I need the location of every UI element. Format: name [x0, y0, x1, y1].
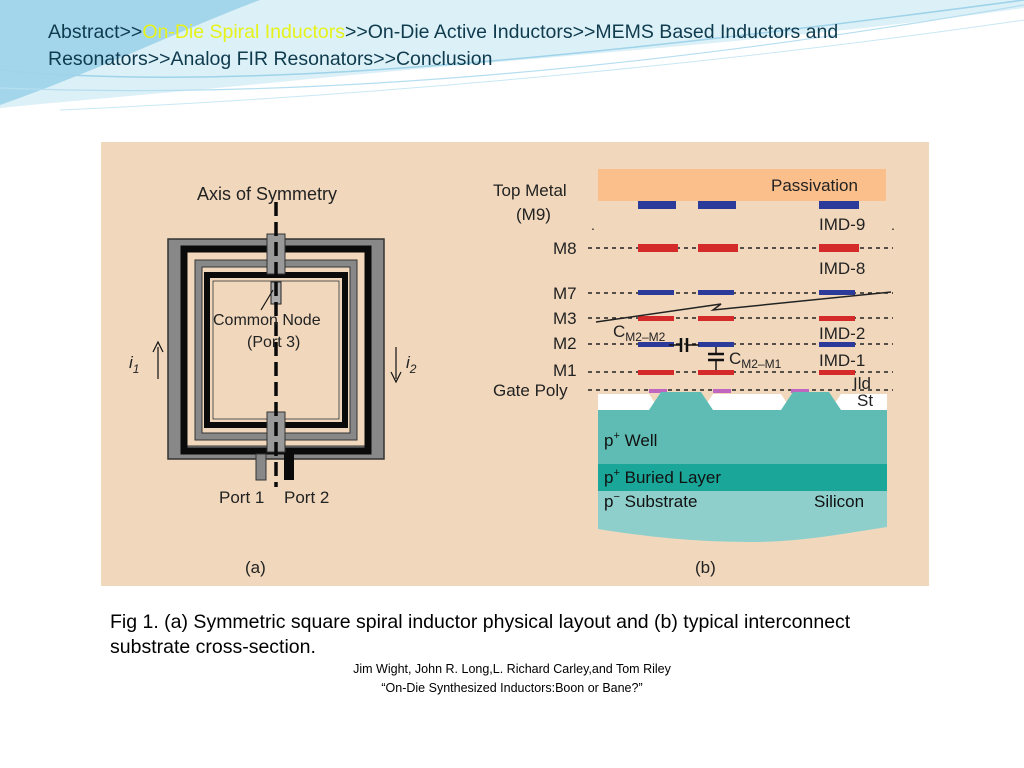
p-well-label: p+ Well: [604, 430, 657, 450]
panel-b-tag: (b): [695, 558, 716, 577]
silicon-label: Silicon: [814, 492, 864, 511]
m2-metal: [638, 342, 855, 347]
m7-metal: [638, 290, 855, 295]
breadcrumb-item[interactable]: On-Die Spiral Inductors: [142, 21, 345, 43]
m1-label: M1: [553, 361, 577, 380]
port-1-label: Port 1: [219, 488, 264, 507]
breadcrumb-separator: >>: [373, 48, 396, 70]
m8-metal: [638, 244, 859, 252]
gate-poly-metal: [649, 389, 809, 393]
substrate-layer: [598, 491, 887, 542]
svg-text:.: .: [891, 217, 895, 233]
m9-label: (M9): [516, 205, 551, 224]
port-2-label: Port 2: [284, 488, 329, 507]
m2-label: M2: [553, 334, 577, 353]
ild-label: Ild: [853, 374, 871, 393]
imd1-label: IMD-1: [819, 351, 865, 370]
imd2-label: IMD-2: [819, 324, 865, 343]
m1-metal: [638, 370, 855, 375]
current-2-label: i2: [406, 353, 417, 376]
m3-label: M3: [553, 309, 577, 328]
breadcrumb-item[interactable]: Analog FIR Resonators: [170, 48, 374, 70]
common-node-label: Common Node: [213, 312, 321, 329]
imd9-label: IMD-9: [819, 215, 865, 234]
breadcrumb-item[interactable]: Conclusion: [395, 48, 493, 70]
m3-metal: [638, 316, 855, 321]
m7-label: M7: [553, 284, 577, 303]
figure-svg: Axis of Symmetry Common Node (Port 3) i1…: [129, 169, 895, 577]
axis-of-symmetry-label: Axis of Symmetry: [197, 184, 337, 204]
breadcrumb-separator: >>: [119, 21, 143, 43]
substrate-label: p− Substrate: [604, 491, 697, 511]
header-swoosh: [0, 0, 1024, 111]
spiral-inductor: [167, 202, 385, 487]
breadcrumb-item[interactable]: Abstract: [48, 21, 120, 43]
breadcrumb: Abstract>>On-Die Spiral Inductors>>On-Di…: [48, 19, 948, 73]
gate-poly-label: Gate Poly: [493, 381, 568, 400]
credit-authors: Jim Wight, John R. Long,L. Richard Carle…: [353, 662, 671, 676]
passivation-layer: [598, 169, 886, 201]
capacitor-m2-m2: [669, 338, 699, 352]
buried-layer-label: p+ Buried Layer: [604, 467, 721, 487]
p-well-layer: [598, 392, 887, 464]
breadcrumb-item[interactable]: On-Die Active Inductors: [367, 21, 573, 43]
current-1-label: i1: [129, 353, 139, 376]
m8-label: M8: [553, 239, 577, 258]
passivation-label: Passivation: [771, 176, 858, 195]
sti-region: [598, 394, 887, 412]
cap-m2-m2-label: CM2–M2: [613, 322, 666, 344]
buried-layer: [598, 464, 887, 491]
panel-a-tag: (a): [245, 558, 266, 577]
credit-title: “On-Die Synthesized Inductors:Boon or Ba…: [381, 681, 643, 695]
imd8-label: IMD-8: [819, 259, 865, 278]
breadcrumb-separator: >>: [147, 48, 171, 70]
figure-caption: Fig 1. (a) Symmetric square spiral induc…: [110, 611, 851, 658]
break-line: [595, 291, 892, 323]
breadcrumb-item[interactable]: MEMS Based Inductors and Resonators: [48, 21, 839, 70]
sti-label: St: [857, 391, 873, 410]
capacitor-m2-m1: [708, 347, 724, 370]
breadcrumb-separator: >>: [572, 21, 596, 43]
top-metal-label: Top Metal: [493, 181, 567, 200]
m9-metal: [638, 201, 859, 209]
breadcrumb-separator: >>: [344, 21, 368, 43]
port3-label: (Port 3): [247, 334, 300, 351]
cap-m2-m1-label: CM2–M1: [729, 349, 782, 371]
figure-inductor: Axis of Symmetry Common Node (Port 3) i1…: [101, 142, 929, 586]
svg-text:.: .: [591, 217, 595, 233]
